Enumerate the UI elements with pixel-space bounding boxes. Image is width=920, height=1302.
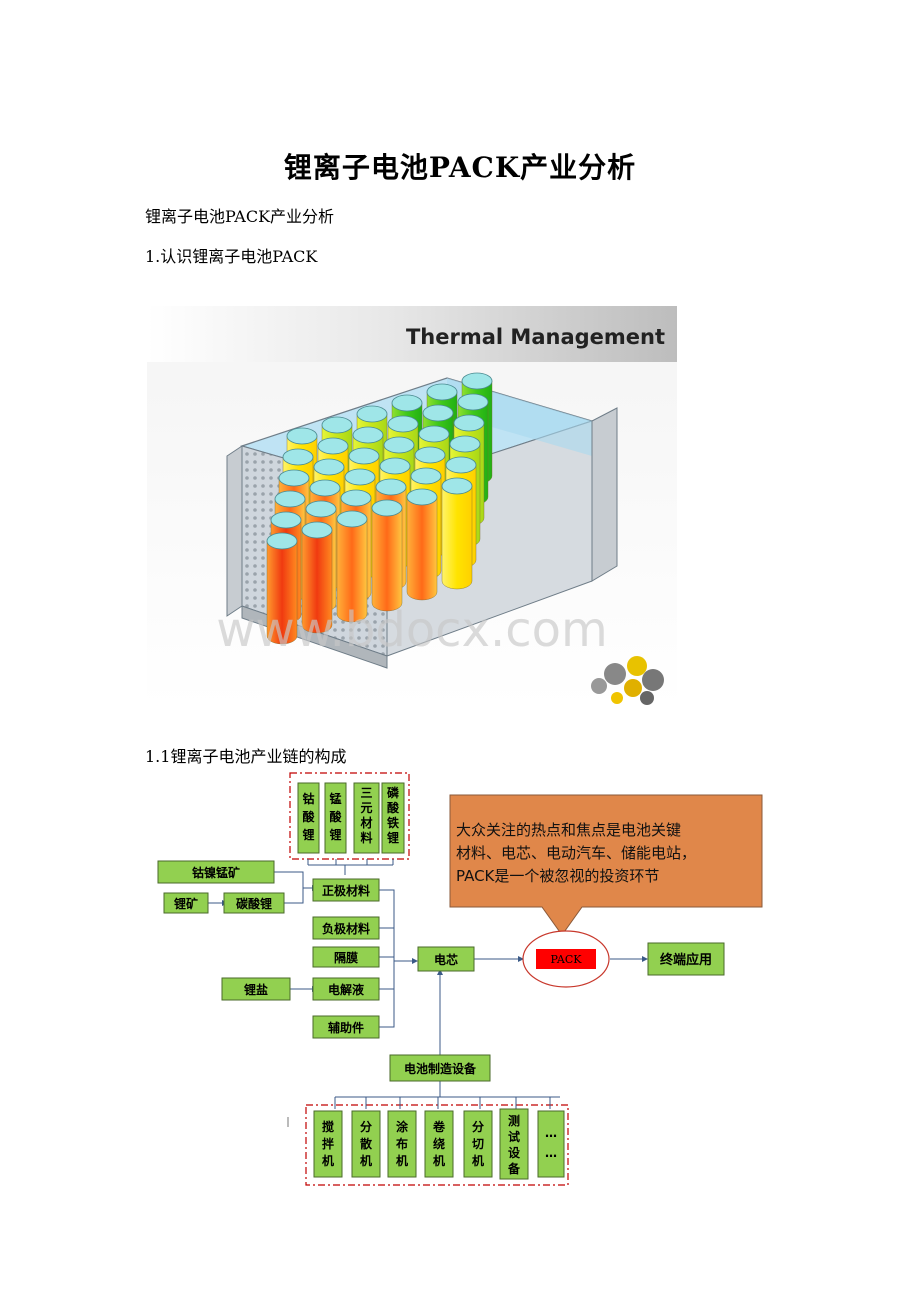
equipment-slitter-char-1: 分 xyxy=(472,1119,484,1134)
cathode-lfp-char-1: 磷 xyxy=(387,785,400,800)
equipment-mixer-char-3: 机 xyxy=(322,1153,334,1168)
logo-cluster xyxy=(591,656,664,705)
section-heading-1-1: 1.1锂离子电池产业链的构成 xyxy=(145,747,347,766)
battery-cell xyxy=(441,477,473,590)
cathode-cobalt-char-2: 酸 xyxy=(302,809,315,824)
equipment-coater: 涂 布 机 xyxy=(387,1110,417,1178)
equipment-disperser-char-1: 分 xyxy=(360,1119,372,1134)
section-heading-1: 1.认识锂离子电池PACK xyxy=(145,247,318,266)
subtitle-paragraph: 锂离子电池PACK产业分析 xyxy=(145,207,335,226)
supply-chain-diagram: 大众关注的热点和焦点是电池关键 材料、电芯、电动汽车、储能电站， PACK是一个… xyxy=(157,772,763,1186)
battery-cell xyxy=(336,510,368,623)
cathode-material-lfp: 磷 酸 铁 锂 xyxy=(381,782,405,854)
equipment-more: … … xyxy=(537,1110,565,1178)
battery-cell xyxy=(371,499,403,612)
cathode-ternary-char-3: 材 xyxy=(359,815,372,830)
callout-box xyxy=(449,794,763,936)
equipment-group-outline xyxy=(305,1104,569,1186)
equipment-more-char-1: … xyxy=(545,1126,557,1140)
callout-line-2: 材料、电芯、电动汽车、储能电站， xyxy=(456,844,696,862)
equipment-more-char-2: … xyxy=(545,1146,557,1160)
pack-box xyxy=(536,949,596,969)
cathode-material-manganese: 锰 酸 锂 xyxy=(324,782,347,854)
end-use-node: 终端应用 xyxy=(647,942,725,976)
battery-cells-group xyxy=(266,372,493,645)
callout-line-3: PACK是一个被忽视的投资环节 xyxy=(456,867,659,885)
equipment-disperser: 分 散 机 xyxy=(351,1110,381,1178)
cathode-material-cobalt: 钴 酸 锂 xyxy=(297,782,320,854)
cathode-lfp-char-3: 铁 xyxy=(387,815,399,830)
cathode-ternary-char-2: 元 xyxy=(360,801,372,815)
equipment-tester-char-4: 备 xyxy=(507,1161,521,1176)
cathode-lfp-char-2: 酸 xyxy=(387,800,400,815)
thermal-banner-text: Thermal Management xyxy=(406,325,665,349)
equipment-winder-char-3: 机 xyxy=(433,1153,445,1168)
battery-cell xyxy=(406,488,438,601)
lithium-salt: 锂盐 xyxy=(221,977,291,1001)
equipment-tester: 测 试 设 备 xyxy=(499,1108,529,1180)
ore-lithium: 锂矿 xyxy=(163,892,209,914)
component-separator: 隔膜 xyxy=(312,946,380,968)
component-auxiliary-label: 辅助件 xyxy=(328,1020,364,1035)
equipment-slitter: 分 切 机 xyxy=(463,1110,493,1178)
cathode-manganese-char-3: 锂 xyxy=(329,827,341,842)
lithium-carbonate-label: 碳酸锂 xyxy=(236,896,272,911)
component-anode: 负极材料 xyxy=(312,916,380,940)
equipment-slitter-char-3: 机 xyxy=(472,1153,484,1168)
component-separator-label: 隔膜 xyxy=(334,950,358,965)
battery-cell xyxy=(266,532,298,645)
equipment-winder: 卷 绕 机 xyxy=(424,1110,454,1178)
ore-cnm-label: 钴镍锰矿 xyxy=(192,865,240,880)
equipment-tester-char-1: 测 xyxy=(508,1113,520,1128)
component-anode-label: 负极材料 xyxy=(322,921,370,936)
cell-label: 电芯 xyxy=(434,952,458,967)
cathode-manganese-char-1: 锰 xyxy=(329,791,341,806)
equipment-coater-char-3: 机 xyxy=(396,1153,408,1168)
component-electrolyte-label: 电解液 xyxy=(328,982,364,997)
component-cathode: 正极材料 xyxy=(312,878,380,902)
callout-line-1: 大众关注的热点和焦点是电池关键 xyxy=(456,821,681,839)
cell-node: 电芯 xyxy=(417,946,475,972)
cathode-material-ternary: 三 元 材 料 xyxy=(353,782,380,854)
cathode-cobalt-char-1: 钴 xyxy=(302,791,314,806)
equipment-coater-char-1: 涂 xyxy=(396,1119,409,1134)
lithium-salt-label: 锂盐 xyxy=(244,982,268,997)
equipment-disperser-char-3: 机 xyxy=(360,1153,372,1168)
equipment-coater-char-2: 布 xyxy=(396,1136,408,1151)
component-auxiliary: 辅助件 xyxy=(312,1015,380,1039)
cathode-manganese-char-2: 酸 xyxy=(329,809,342,824)
pack-label: PACK xyxy=(551,953,583,966)
equipment-mixer: 搅 拌 机 xyxy=(313,1110,343,1178)
cathode-group-outline xyxy=(289,772,410,860)
equipment-mixer-char-2: 拌 xyxy=(322,1136,334,1151)
watermark: www.bdocx.com xyxy=(216,602,608,658)
equipment-winder-char-2: 绕 xyxy=(433,1136,445,1151)
equipment-node: 电池制造设备 xyxy=(389,1054,491,1082)
battery-cell xyxy=(301,521,333,634)
ore-lithium-label: 锂矿 xyxy=(174,896,198,911)
equipment-slitter-char-2: 切 xyxy=(472,1137,484,1151)
equipment-winder-char-1: 卷 xyxy=(432,1119,446,1134)
cathode-ternary-char-1: 三 xyxy=(360,786,372,800)
end-use-label: 终端应用 xyxy=(660,952,712,968)
cathode-cobalt-char-3: 锂 xyxy=(302,827,314,842)
equipment-tester-char-3: 设 xyxy=(508,1145,521,1160)
thermal-management-figure: Thermal Management www.bdocx.com xyxy=(147,306,677,708)
equipment-mixer-char-1: 搅 xyxy=(322,1119,334,1134)
lithium-carbonate: 碳酸锂 xyxy=(223,892,285,914)
equipment-disperser-char-2: 散 xyxy=(360,1136,373,1151)
ore-cobalt-nickel-manganese: 钴镍锰矿 xyxy=(157,860,275,884)
equipment-tester-char-2: 试 xyxy=(508,1129,520,1144)
component-cathode-label: 正极材料 xyxy=(322,883,370,898)
document-title: 锂离子电池PACK产业分析 xyxy=(283,151,637,184)
cathode-ternary-char-4: 料 xyxy=(360,830,372,845)
component-electrolyte: 电解液 xyxy=(312,977,380,1001)
cathode-lfp-char-4: 锂 xyxy=(387,830,399,845)
equipment-title-label: 电池制造设备 xyxy=(404,1061,477,1076)
